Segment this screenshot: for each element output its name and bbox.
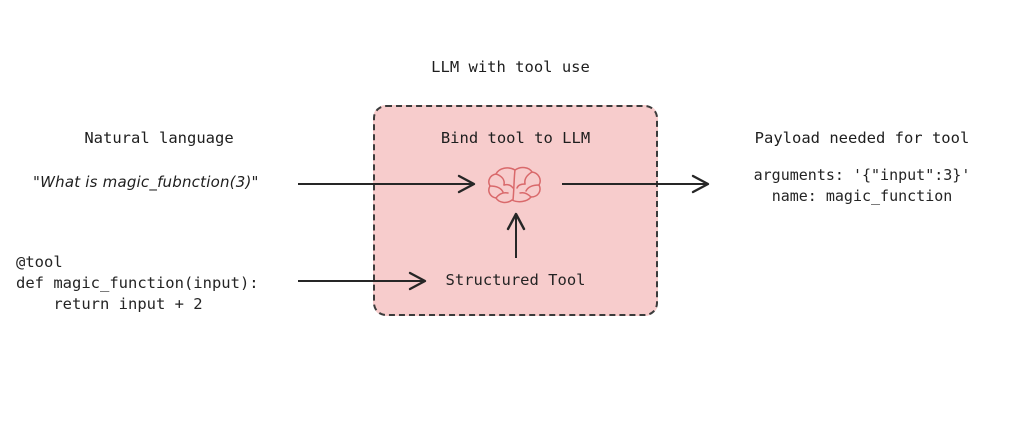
- natural-language-heading: Natural language: [84, 129, 234, 147]
- box-header-label: Bind tool to LLM: [440, 129, 591, 147]
- tool-code-block: @tool def magic_function(input): return …: [16, 252, 259, 315]
- payload-heading: Payload needed for tool: [754, 129, 970, 147]
- code-line-1: @tool: [16, 253, 63, 271]
- code-line-2: def magic_function(input):: [16, 274, 259, 292]
- payload-line-arguments: arguments: '{"input":3}': [753, 166, 971, 184]
- structured-tool-label: Structured Tool: [445, 271, 586, 289]
- payload-line-name: name: magic_function: [771, 187, 953, 205]
- payload-block: arguments: '{"input":3}' name: magic_fun…: [703, 165, 1021, 207]
- diagram-title: LLM with tool use: [431, 58, 590, 76]
- natural-language-query: "What is magic_fubnction(3)": [33, 173, 259, 191]
- code-line-3: return input + 2: [16, 295, 203, 313]
